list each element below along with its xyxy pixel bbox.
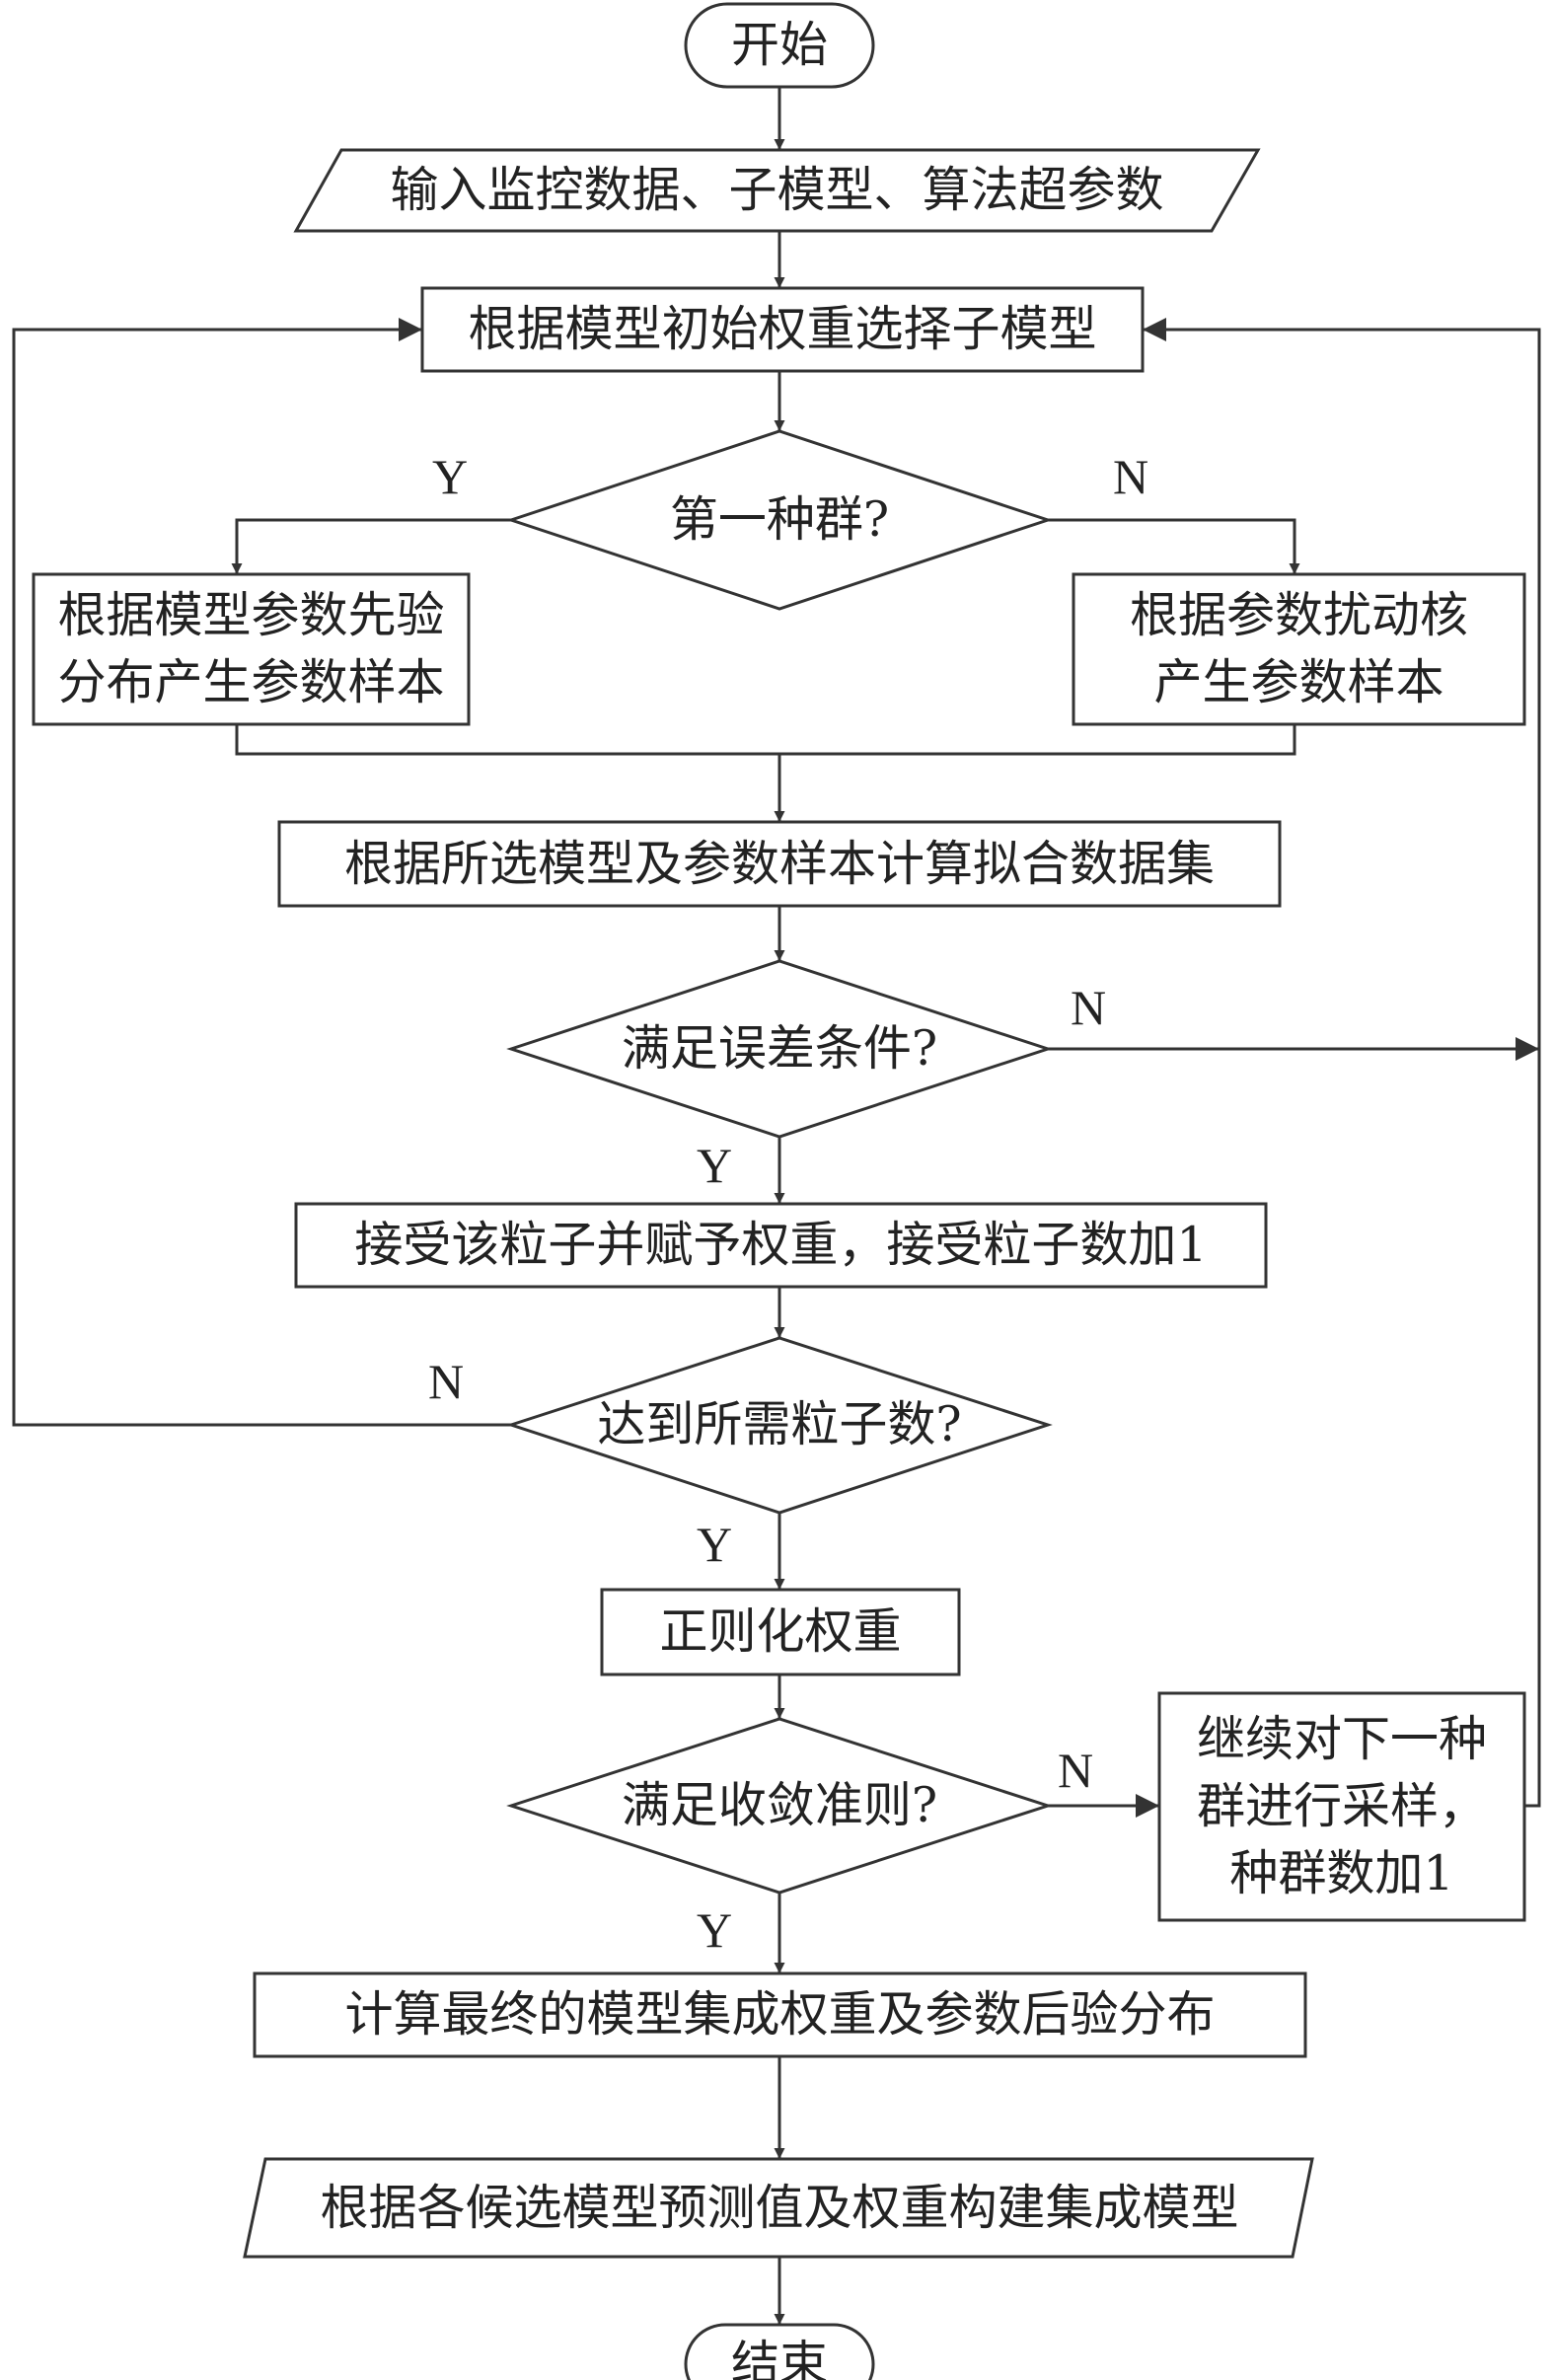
kernel-sample-label: 根据参数扰动核 产生参数样本 [1073, 574, 1524, 724]
first-pop-yes-label: Y [432, 449, 469, 504]
convergence-label: 满足收敛准则? [621, 1777, 938, 1833]
prior-sample-label: 根据模型参数先验 分布产生参数样本 [34, 574, 469, 724]
kernel-sample-box [1072, 572, 1526, 726]
enough-particles-diamond [506, 1336, 1053, 1515]
compute-fit-label: 根据所选模型及参数样本计算拟合数据集 [343, 835, 1215, 892]
first-pop-label: 第一种群? [669, 491, 890, 548]
select-model-label: 根据模型初始权重选择子模型 [468, 301, 1097, 357]
first-pop-no-label: N [1113, 449, 1149, 504]
convergence-no-label: N [1058, 1743, 1094, 1798]
next-pop-line-2: 群进行采样， [1196, 1778, 1487, 1834]
arrow-enough-no-loop [12, 318, 511, 1427]
line-prior-merge [235, 724, 1296, 756]
input-label: 输入监控数据、子模型、算法超参数 [390, 162, 1164, 218]
arrow-firstpop-yes [231, 518, 511, 574]
kernel-sample-line-2: 产生参数样本 [1153, 654, 1444, 710]
prior-sample-line-2: 分布产生参数样本 [57, 654, 445, 710]
accept-label: 接受该粒子并赋予权重，接受粒子数加1 [354, 1217, 1208, 1273]
build-ensemble-parallelogram [243, 2157, 1314, 2259]
prior-sample-box [32, 572, 471, 726]
arrow-firstpop-no [1048, 518, 1300, 574]
particles-no-label: N [428, 1354, 465, 1409]
end-label: 结束 [730, 2336, 828, 2380]
next-pop-label: 继续对下一种 群进行采样， 种群数加1 [1159, 1693, 1524, 1920]
arrow-nextpop-loop [1143, 318, 1541, 1808]
error-no-label: N [1071, 980, 1107, 1035]
kernel-sample-line-1: 根据参数扰动核 [1129, 587, 1468, 643]
final-weights-label: 计算最终的模型集成权重及参数后验分布 [344, 1986, 1216, 2043]
prior-sample-line-1: 根据模型参数先验 [57, 587, 445, 643]
normalize-label: 正则化权重 [659, 1603, 902, 1660]
error-yes-label: Y [697, 1138, 733, 1193]
build-ensemble-label: 根据各候选模型预测值及权重构建集成模型 [320, 2179, 1239, 2236]
error-cond-label: 满足误差条件? [621, 1020, 938, 1077]
next-pop-line-1: 继续对下一种 [1196, 1711, 1487, 1767]
input-parallelogram [293, 148, 1261, 233]
next-pop-line-3: 种群数加1 [1229, 1845, 1454, 1901]
start-label: 开始 [730, 17, 828, 73]
enough-particles-label: 达到所需粒子数? [597, 1396, 962, 1452]
particles-yes-label: Y [697, 1517, 733, 1572]
convergence-yes-label: Y [697, 1902, 733, 1958]
